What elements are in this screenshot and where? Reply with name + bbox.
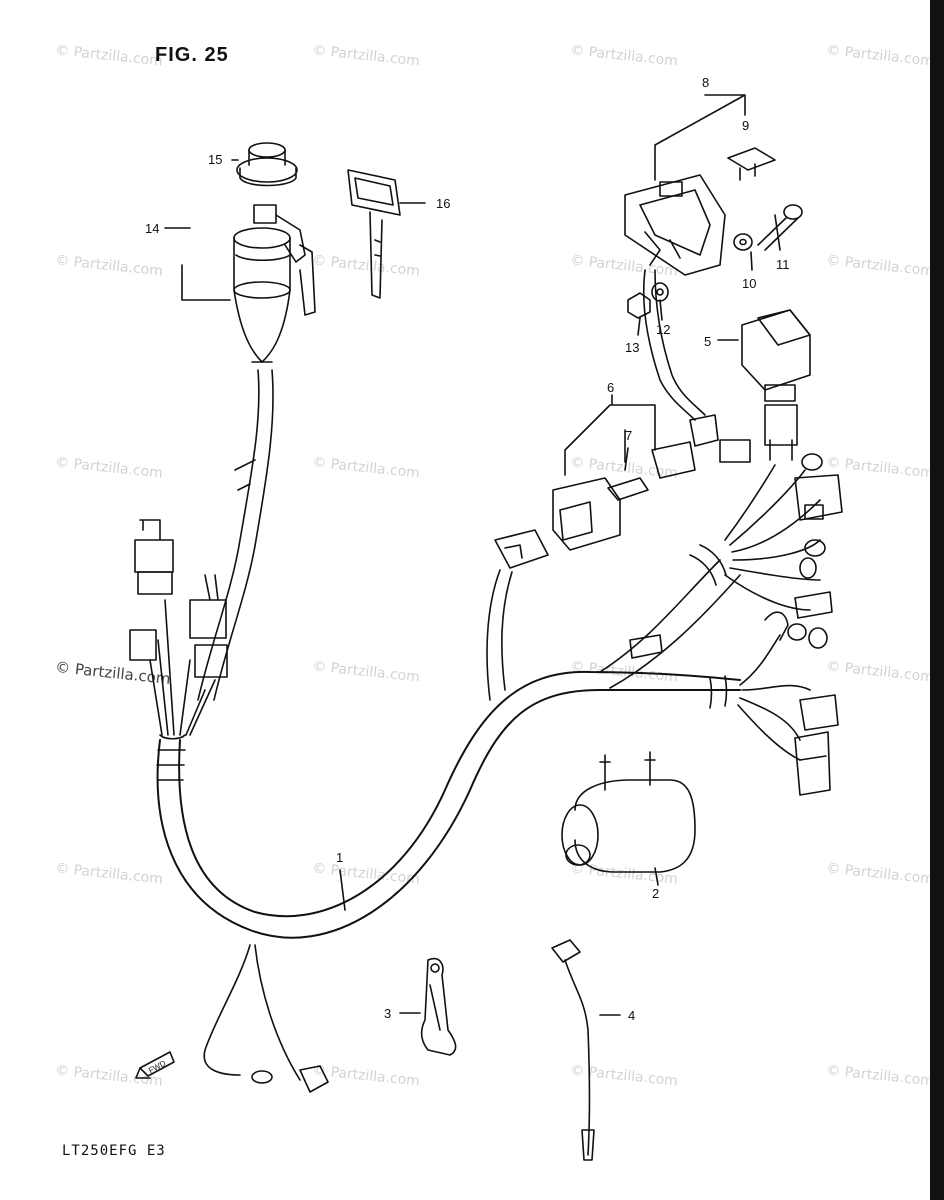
callout-1: 1 xyxy=(336,850,344,865)
fwd-arrow xyxy=(135,1051,175,1079)
fuse-holder xyxy=(552,404,719,551)
leader-lines xyxy=(164,159,781,1016)
relay xyxy=(741,309,811,402)
callout-5: 5 xyxy=(704,334,712,349)
callout-8: 8 xyxy=(702,75,710,90)
model-code: LT250EFG E3 xyxy=(62,1143,166,1159)
key xyxy=(347,169,401,299)
wiring-harness xyxy=(149,369,821,1093)
callout-13: 13 xyxy=(625,340,640,355)
clamp xyxy=(420,957,457,1056)
callout-12: 12 xyxy=(656,322,671,337)
connector xyxy=(719,404,843,619)
fuse xyxy=(727,147,776,181)
callout-3: 3 xyxy=(384,1006,392,1021)
callout-15: 15 xyxy=(208,152,223,167)
switch-cap xyxy=(236,142,298,187)
nut xyxy=(627,292,651,319)
fuse-box xyxy=(624,94,746,276)
fwd-arrow-label: FWD xyxy=(147,1059,168,1076)
washer xyxy=(733,233,753,251)
page-edge-bar xyxy=(930,0,944,1200)
ignition-switch xyxy=(233,204,316,363)
connector xyxy=(629,611,839,796)
bolt xyxy=(757,204,803,251)
washer xyxy=(651,282,669,302)
callout-4: 4 xyxy=(628,1008,636,1023)
callout-7: 7 xyxy=(625,428,633,443)
callout-2: 2 xyxy=(652,886,660,901)
callout-10: 10 xyxy=(742,276,757,291)
horn xyxy=(561,751,696,873)
figure-title: FIG. 25 xyxy=(155,44,229,66)
callout-6: 6 xyxy=(607,380,615,395)
fuse xyxy=(607,447,649,501)
callout-14: 14 xyxy=(145,221,160,236)
left-connector-block xyxy=(129,519,228,678)
callout-16: 16 xyxy=(436,196,451,211)
callout-11: 11 xyxy=(776,257,790,272)
callout-9: 9 xyxy=(742,118,750,133)
connector xyxy=(494,529,549,569)
sensor-lead xyxy=(551,939,595,1161)
